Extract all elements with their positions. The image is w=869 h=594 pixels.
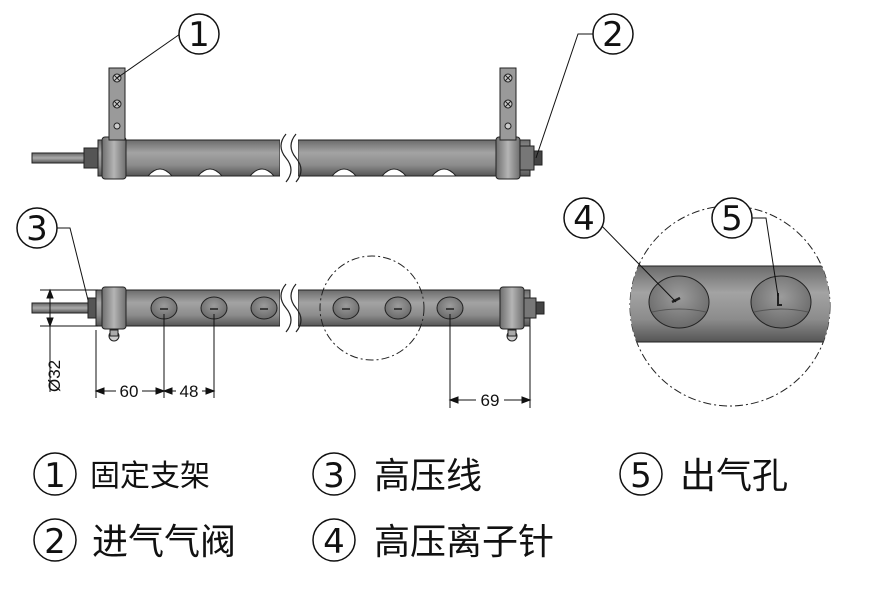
fitting-front	[523, 297, 537, 319]
top-view: 1 2	[31, 13, 634, 183]
clamp-top-left	[101, 136, 127, 180]
leader-line-5	[752, 217, 779, 297]
legend-text-5: 出气孔	[680, 456, 788, 497]
spacing-dimensions	[94, 314, 532, 408]
legend-text-1: 固定支架	[90, 459, 210, 494]
legend-text-4: 高压离子针	[374, 522, 554, 563]
cable-front	[31, 302, 97, 314]
callout-circle-2	[592, 13, 634, 55]
leader-line-2	[535, 33, 594, 159]
cable-top	[31, 152, 85, 164]
dim-60: 60	[120, 382, 139, 401]
legend-item-4: 4 高压离子针	[312, 518, 554, 563]
bracket-top-right	[499, 67, 517, 141]
tube-top-scallops	[146, 168, 458, 177]
clamp-front-left	[101, 286, 127, 330]
front-view: 3 Ø32 60	[16, 207, 545, 410]
leader-line-4	[595, 219, 677, 303]
bracket-top-left	[108, 67, 126, 141]
leader-line-3	[56, 227, 89, 301]
callout-circle-5	[711, 197, 753, 239]
clamp-front-right	[499, 286, 525, 330]
callout-circle-1	[178, 13, 220, 55]
legend-num-3: 3	[323, 456, 345, 496]
callout-circle-4	[563, 197, 605, 239]
legend-text-3: 高压线	[374, 456, 482, 497]
legend-num-4: 4	[323, 522, 345, 562]
tube-top-left	[97, 139, 281, 177]
legend-num-2: 2	[44, 522, 66, 562]
leader-line-1	[116, 33, 181, 79]
legend-item-5: 5 出气孔	[619, 452, 788, 497]
tube-front-left	[95, 289, 281, 327]
diameter-dimension	[40, 288, 98, 392]
detail-circle-marker	[319, 255, 425, 361]
callout-circle-3	[16, 207, 58, 249]
fitting-top	[519, 145, 535, 171]
tube-top-right	[297, 139, 531, 177]
legend: 1 固定支架 2 进气气阀 3 高压线 4 高压离子针 5 出气孔	[33, 452, 788, 563]
legend-num-1: 1	[44, 456, 66, 496]
legend-item-1: 1 固定支架	[33, 452, 210, 496]
callout-2: 2	[602, 15, 624, 55]
dim-69: 69	[481, 391, 500, 410]
callout-5: 5	[721, 199, 743, 239]
callout-3: 3	[26, 209, 48, 249]
detail-hole-right	[750, 275, 812, 329]
legend-num-5: 5	[630, 456, 652, 496]
dim-48: 48	[180, 382, 199, 401]
legend-item-3: 3 高压线	[312, 452, 482, 497]
diameter-label: Ø32	[45, 360, 64, 392]
air-outlet-holes	[150, 296, 464, 320]
callout-1: 1	[188, 15, 210, 55]
detail-view: 4 5	[563, 197, 831, 407]
legend-item-2: 2 进气气阀	[33, 518, 236, 563]
legend-text-2: 进气气阀	[92, 522, 236, 563]
clamp-top-right	[495, 136, 521, 180]
callout-4: 4	[573, 199, 595, 239]
